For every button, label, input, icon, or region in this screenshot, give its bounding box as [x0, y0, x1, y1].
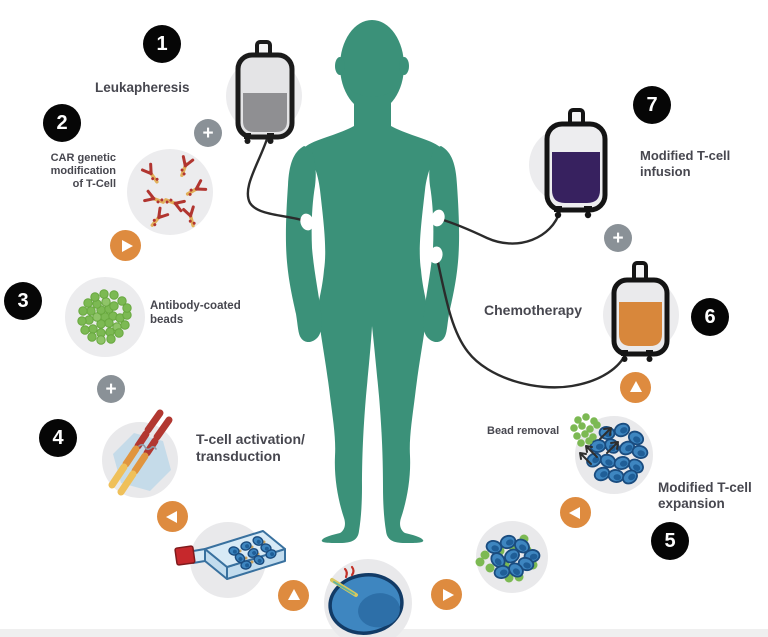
cell-bead-cluster-icon — [475, 521, 548, 593]
bead-removal-label: Bead removal — [487, 425, 560, 437]
arrow-left-icon — [157, 501, 188, 532]
arrow-right-icon — [110, 230, 141, 261]
step-4-badge: 4 — [39, 419, 77, 457]
step-4-label: T-cell activation/ transduction — [196, 431, 305, 464]
step-3-label: Antibody-coated beads — [150, 300, 241, 326]
blood-collection-bag-icon — [226, 40, 302, 144]
step-3-badge: 3 — [4, 282, 42, 320]
step-5-label: Modified T-cell expansion — [658, 480, 752, 512]
green-beads-circle-icon — [65, 277, 145, 357]
bead-removal-arrows — [579, 427, 619, 465]
arrow-up-icon — [278, 580, 309, 611]
step-2-label: CAR genetic modification of T-Cell — [50, 152, 116, 191]
tube-leukapheresis — [246, 137, 307, 223]
antibody-circle-icon — [127, 149, 213, 235]
removed-beads — [570, 413, 601, 447]
chemotherapy-bag-icon — [603, 261, 679, 362]
plus-icon: + — [97, 375, 125, 403]
arrow-right-icon — [431, 579, 462, 610]
tubing-lines — [246, 137, 628, 389]
arrow-up-icon — [620, 372, 651, 403]
step-1-label: Leukapheresis — [95, 80, 190, 95]
step-2-badge: 2 — [43, 104, 81, 142]
plus-icon: + — [194, 119, 222, 147]
tube-infusion — [438, 209, 562, 245]
cell-injection-icon — [324, 559, 412, 637]
culture-flask-icon — [174, 522, 286, 598]
tube-chemotherapy — [435, 256, 628, 389]
arrow-left-icon — [560, 497, 591, 528]
human-body-silhouette — [285, 20, 460, 543]
plus-icon: + — [604, 224, 632, 252]
chromosome-hexagon-icon — [102, 409, 178, 498]
step-7-label: Modified T-cell infusion — [640, 148, 731, 179]
step-6-badge: 6 — [691, 298, 729, 336]
step-6-label: Chemotherapy — [484, 302, 583, 318]
arm-connector-dots — [300, 209, 445, 264]
step-5-badge: 5 — [651, 522, 689, 560]
step-7-badge: 7 — [633, 86, 671, 124]
infusion-bag-icon — [529, 108, 608, 219]
expanded-cells-circle-icon — [570, 413, 653, 494]
step-1-badge: 1 — [143, 25, 181, 63]
